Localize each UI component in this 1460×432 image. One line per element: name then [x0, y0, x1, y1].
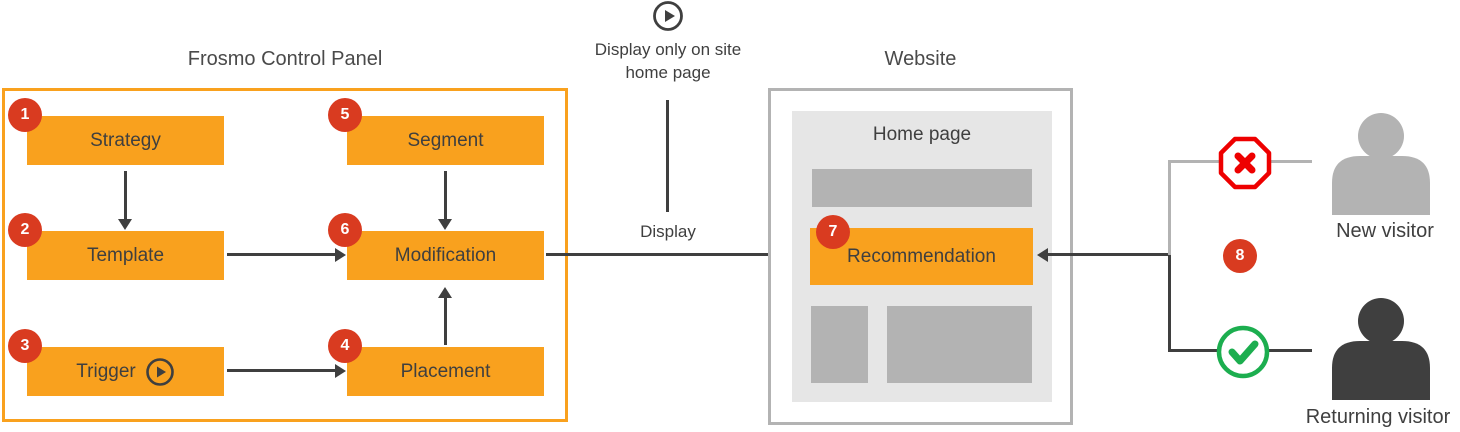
- page-content-block-top: [812, 169, 1032, 207]
- arrowhead-template-modification: [335, 248, 346, 262]
- arrowhead-segment-modification: [438, 219, 452, 230]
- node-modification: Modification: [347, 231, 544, 280]
- node-strategy: Strategy: [27, 116, 224, 165]
- display-note-line2: home page: [625, 63, 711, 82]
- play-icon: [145, 357, 175, 387]
- step-badge-8: 8: [1223, 239, 1257, 273]
- step-badge-4: 4: [328, 329, 362, 363]
- arrowhead-trigger-placement: [335, 364, 346, 378]
- node-template: Template: [27, 231, 224, 280]
- blocked-cross-octagon-icon: [1218, 136, 1272, 195]
- display-note-connector: [666, 100, 669, 212]
- node-modification-label: Modification: [394, 244, 497, 266]
- returning-visitor-icon: [1331, 296, 1431, 406]
- node-trigger: Trigger: [27, 347, 224, 396]
- path-new-visitor-v: [1168, 160, 1171, 255]
- step-badge-6: 6: [328, 213, 362, 247]
- node-placement-label: Placement: [400, 360, 491, 382]
- arrow-strategy-template: [124, 171, 127, 220]
- display-note-line1: Display only on site: [594, 40, 742, 59]
- arrow-placement-modification: [444, 297, 447, 345]
- step-badge-2: 2: [8, 213, 42, 247]
- allowed-check-circle-icon: [1216, 325, 1270, 384]
- node-template-label: Template: [86, 244, 165, 266]
- step-badge-7: 7: [816, 215, 850, 249]
- arrow-visitor-recommendation: [1048, 253, 1170, 256]
- page-content-block-left: [811, 306, 868, 383]
- node-segment: Segment: [347, 116, 544, 165]
- node-trigger-label: Trigger: [76, 360, 136, 382]
- new-visitor-icon: [1331, 111, 1431, 221]
- new-visitor-label: New visitor: [1336, 220, 1434, 242]
- node-recommendation-label: Recommendation: [847, 245, 996, 267]
- node-segment-label: Segment: [407, 129, 484, 151]
- website-title: Website: [884, 48, 957, 70]
- display-play-icon: [652, 0, 684, 37]
- control-panel-title: Frosmo Control Panel: [187, 48, 383, 70]
- node-placement: Placement: [347, 347, 544, 396]
- arrowhead-strategy-template: [118, 219, 132, 230]
- step-badge-5: 5: [328, 98, 362, 132]
- path-returning-visitor-v: [1168, 255, 1171, 352]
- home-page-title: Home page: [872, 124, 972, 145]
- node-strategy-label: Strategy: [90, 129, 161, 151]
- step-badge-1: 1: [8, 98, 42, 132]
- arrowhead-placement-modification: [438, 287, 452, 298]
- display-note: Display only on site home page: [568, 38, 768, 84]
- arrow-template-modification: [227, 253, 335, 256]
- returning-visitor-label: Returning visitor: [1305, 406, 1451, 428]
- step-badge-3: 3: [8, 329, 42, 363]
- arrowhead-visitor-recommendation: [1037, 248, 1048, 262]
- page-content-block-right: [887, 306, 1032, 383]
- arrow-segment-modification: [444, 171, 447, 220]
- arrow-trigger-placement: [227, 369, 335, 372]
- arrow-modification-recommendation: [546, 253, 799, 256]
- display-arrow-label: Display: [640, 222, 696, 241]
